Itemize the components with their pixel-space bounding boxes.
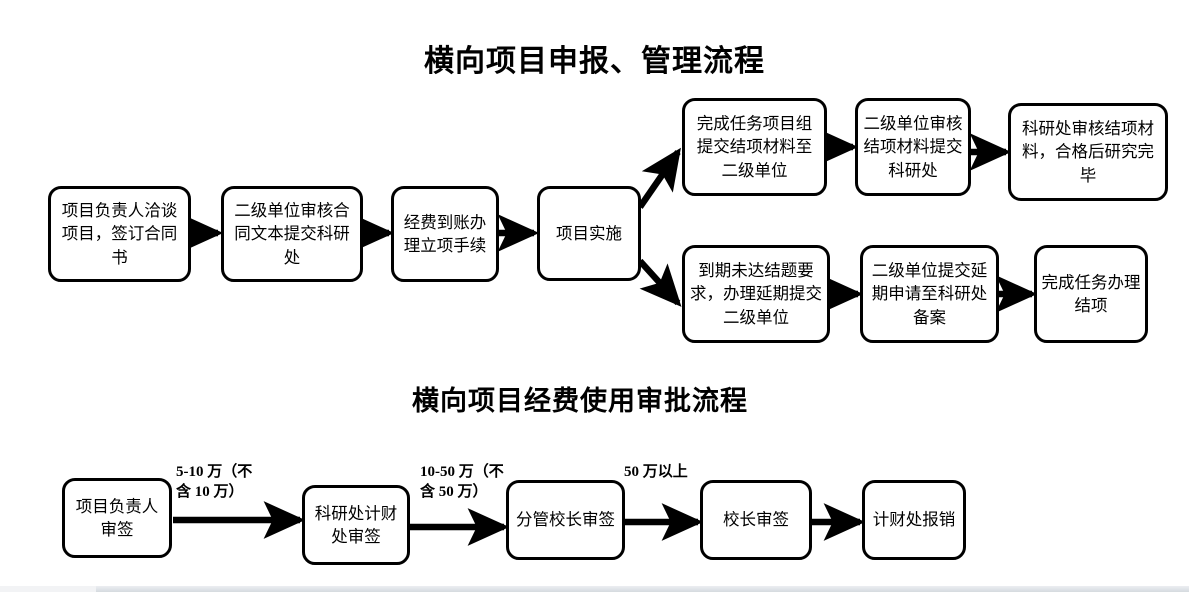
node-extension-request[interactable]: 到期未达结题要求，办理延期提交二级单位: [682, 245, 830, 343]
node-project-implementation[interactable]: 项目实施: [537, 186, 641, 281]
node-label: 科研处审核结项材料，合格后研究完毕: [1022, 118, 1154, 185]
edge-label-line-1: 50 万以上: [624, 464, 688, 480]
node-label: 二级单位审核结项材料提交科研处: [863, 113, 963, 180]
node-project-negotiation[interactable]: 项目负责人洽谈项目，签订合同书: [48, 186, 191, 282]
node-project-leader-signoff[interactable]: 项目负责人审签: [62, 478, 172, 558]
node-label: 计财处报销: [872, 510, 956, 530]
node-secondary-unit-review-completion[interactable]: 二级单位审核结项材料提交科研处: [855, 98, 971, 196]
window-bottom-edge-left: [0, 586, 96, 592]
node-label: 项目负责人洽谈项目，签订合同书: [61, 200, 178, 267]
arrow-n4-n5: [637, 147, 681, 209]
node-label: 分管校长审签: [516, 510, 615, 530]
edge-label-line-1: 5-10 万（不: [176, 464, 253, 480]
node-label: 到期未达结题要求，办理延期提交二级单位: [690, 260, 822, 327]
node-funds-arrival-project-setup[interactable]: 经费到账办理立项手续: [391, 186, 499, 282]
edge-label-above-50-wan: 50 万以上: [624, 462, 688, 482]
node-label: 二级单位审核合同文本提交科研处: [234, 200, 350, 267]
node-submit-completion-materials[interactable]: 完成任务项目组提交结项材料至二级单位: [682, 98, 827, 196]
node-research-office-final-review[interactable]: 科研处审核结项材料，合格后研究完毕: [1008, 103, 1168, 201]
node-finance-reimbursement[interactable]: 计财处报销: [862, 480, 966, 560]
node-research-finance-signoff[interactable]: 科研处计财处审签: [302, 485, 410, 565]
node-label: 项目负责人审签: [75, 496, 159, 539]
node-label: 项目实施: [556, 223, 622, 243]
section-2-title: 横向项目经费使用审批流程: [412, 386, 748, 416]
node-label: 经费到账办理立项手续: [403, 212, 487, 255]
edge-label-line-1: 10-50 万（不: [420, 464, 504, 480]
node-label: 完成任务项目组提交结项材料至二级单位: [696, 113, 813, 180]
edge-label-line-2: 含 50 万）: [420, 484, 488, 501]
edge-label-line-2: 含 10 万）: [176, 484, 244, 501]
section-1-title: 横向项目申报、管理流程: [424, 45, 765, 78]
edge-label-10-50-wan: 10-50 万（不 含 50 万）: [420, 462, 504, 503]
node-label: 校长审签: [723, 510, 789, 530]
node-secondary-unit-extension-filing[interactable]: 二级单位提交延期申请至科研处备案: [860, 245, 999, 343]
node-label: 科研处计财处审签: [314, 503, 398, 546]
node-vice-president-signoff[interactable]: 分管校长审签: [506, 480, 625, 560]
arrow-n4-n8: [637, 258, 682, 307]
node-president-signoff[interactable]: 校长审签: [700, 480, 812, 560]
node-secondary-unit-contract-review[interactable]: 二级单位审核合同文本提交科研处: [221, 186, 363, 282]
window-bottom-edge: [0, 586, 1189, 592]
node-label: 二级单位提交延期申请至科研处备案: [871, 260, 988, 327]
edge-label-5-10-wan: 5-10 万（不 含 10 万）: [176, 462, 252, 503]
node-label: 完成任务办理结项: [1041, 272, 1141, 315]
node-task-complete-closeout[interactable]: 完成任务办理结项: [1034, 245, 1148, 343]
